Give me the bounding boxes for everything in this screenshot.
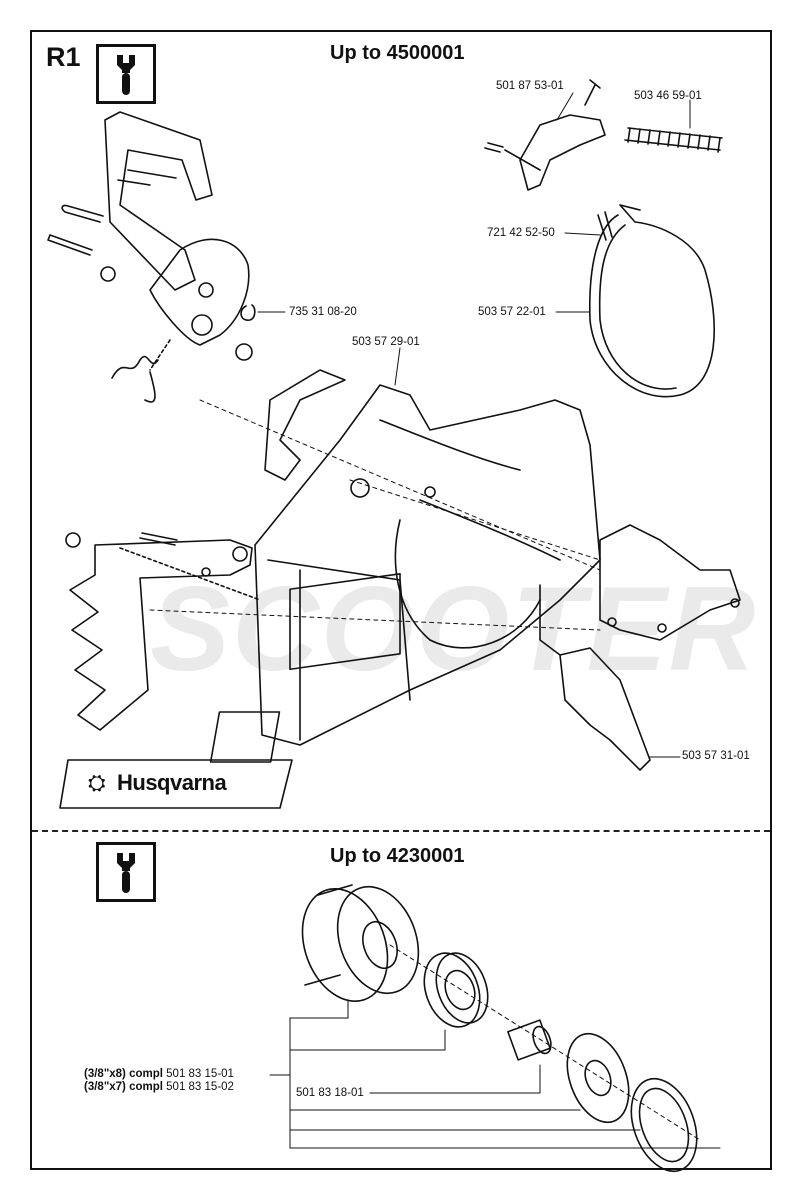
compl-prefix: (3/8"x7) compl <box>84 1081 163 1093</box>
clutch-cover <box>254 384 601 746</box>
compl-label-2: (3/8"x7) compl 501 83 15-02 <box>84 1081 234 1093</box>
part-label: 501 83 18-01 <box>296 1087 364 1099</box>
compl-prefix: (3/8"x8) compl <box>84 1068 163 1080</box>
coil-spring <box>624 127 723 153</box>
clutch-drum <box>301 884 420 1002</box>
part-label: 503 57 29-01 <box>352 336 420 348</box>
compl-label-1: (3/8"x8) compl 501 83 15-01 <box>84 1068 234 1080</box>
part-label: 735 31 08-20 <box>289 306 357 318</box>
pin <box>61 204 104 223</box>
nut <box>100 266 116 282</box>
wrench-info-icon <box>96 44 156 104</box>
part-label: 503 57 31-01 <box>682 750 750 762</box>
part-label: 721 42 52-50 <box>487 227 555 239</box>
section-title-top: Up to 4500001 <box>330 42 465 64</box>
washer <box>566 1032 630 1124</box>
logo-text: Husqvarna <box>117 770 227 795</box>
logo-panel <box>59 759 293 809</box>
brake-band <box>588 204 716 398</box>
section-id: R1 <box>46 42 81 72</box>
watermark: SCOOTER <box>150 562 758 696</box>
circlip <box>240 304 256 321</box>
diagram-frame <box>30 30 772 1170</box>
washer-outer <box>630 1077 698 1173</box>
part-label: 501 87 53-01 <box>496 80 564 92</box>
husqvarna-crown-icon: ⛭ <box>88 770 106 795</box>
guard-flap <box>264 369 346 481</box>
bar-plate <box>69 539 253 731</box>
guard-right <box>559 647 651 771</box>
compl-number: 501 83 15-01 <box>166 1068 234 1080</box>
rim-sprocket <box>423 952 489 1028</box>
chain-catcher <box>209 711 281 763</box>
bar-screw <box>139 532 178 546</box>
bushing <box>235 343 253 361</box>
brake-spring <box>111 355 159 403</box>
chain-brake-handle <box>104 111 213 291</box>
side-cover-right <box>599 524 741 641</box>
part-label: 503 57 22-01 <box>478 306 546 318</box>
wrench-info-icon-bottom <box>96 842 156 902</box>
band-pin <box>597 211 613 241</box>
brake-lever-housing <box>149 238 250 346</box>
part-label: 503 46 59-01 <box>634 90 702 102</box>
needle-bearing <box>507 1019 552 1061</box>
compl-number: 501 83 15-02 <box>166 1081 234 1093</box>
section-title-bottom: Up to 4230001 <box>330 845 465 867</box>
brake-trigger <box>519 114 606 191</box>
bar-nut <box>65 532 81 548</box>
screw <box>47 234 93 256</box>
section-divider <box>32 830 770 832</box>
